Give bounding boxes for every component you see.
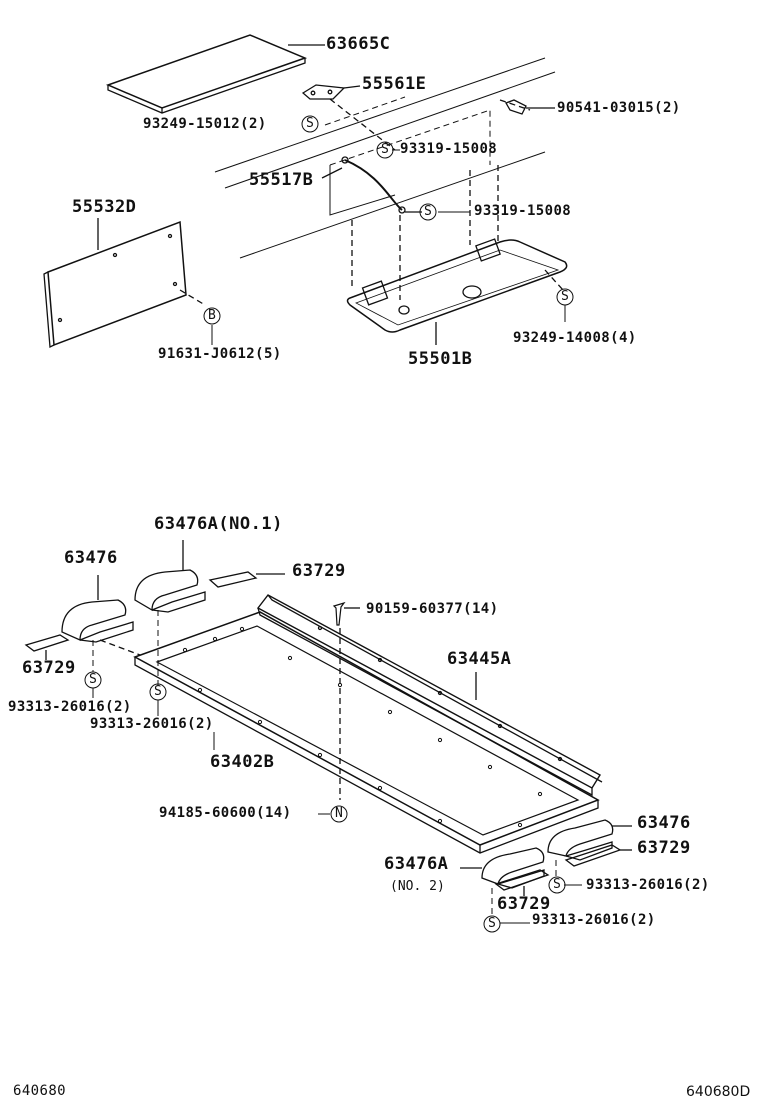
lid-55501b: [346, 165, 568, 345]
symbol-s-2: S: [381, 142, 389, 157]
frame-63402b: [133, 611, 600, 854]
symbol-b: B: [208, 308, 216, 323]
label-63729-bottom: 63729: [497, 894, 551, 914]
symbol-n: N: [335, 806, 343, 821]
bracket-55561e: [301, 84, 396, 151]
symbol-s-7: S: [553, 877, 561, 892]
label-63729-right: 63729: [637, 838, 691, 858]
label-93313-26016-c: 93313-26016(2): [586, 877, 710, 893]
figure-code-left: 640680: [13, 1083, 66, 1099]
right-dashes: [491, 860, 557, 918]
rail-63445a: [256, 594, 603, 797]
panel-55532d: [43, 218, 206, 349]
label-63476-right: 63476: [637, 813, 691, 833]
label-91631-j0612: 91631-J0612(5): [158, 346, 282, 362]
upper-leaders: [211, 149, 566, 345]
symbol-s-3: S: [424, 204, 432, 219]
lower-leaders: [92, 688, 582, 924]
label-55532d: 55532D: [72, 197, 137, 217]
label-55517b: 55517B: [249, 170, 314, 190]
symbol-s-4: S: [561, 289, 569, 304]
label-no2-note: (NO. 2): [390, 879, 445, 894]
label-63445a: 63445A: [447, 649, 512, 669]
label-63402b: 63402B: [210, 752, 275, 772]
label-93313-26016-a: 93313-26016(2): [8, 699, 132, 715]
label-63476a-no1: 63476A(NO.1): [154, 514, 283, 534]
label-63476a: 63476A: [384, 854, 449, 874]
symbol-s-1: S: [306, 116, 314, 131]
symbol-circles: [84, 115, 574, 933]
left-dashes: [92, 610, 159, 688]
mat-63665c: [105, 34, 325, 114]
hinge-63476-right: [547, 819, 632, 861]
label-94185-60600: 94185-60600(14): [159, 805, 292, 821]
screw-90159: [332, 601, 360, 800]
label-90159-60377: 90159-60377(14): [366, 601, 499, 617]
label-63729-left: 63729: [22, 658, 76, 678]
label-93319-15008-a: 93319-15008: [400, 141, 498, 157]
label-63476-left: 63476: [64, 548, 118, 568]
hinge-63476a-no1: [134, 540, 206, 613]
pad-63729-right: [564, 844, 632, 867]
figure-code-right: 640680D: [686, 1084, 751, 1100]
label-93313-26016-b: 93313-26016(2): [90, 716, 214, 732]
symbol-s-8: S: [488, 916, 496, 931]
pad-63729-top: [208, 571, 285, 588]
symbol-s-6: S: [154, 684, 162, 699]
label-63665c: 63665C: [326, 34, 391, 54]
label-63729-top: 63729: [292, 561, 346, 581]
bumper-90541: [499, 99, 555, 115]
label-93249-15012: 93249-15012(2): [143, 116, 267, 132]
hinge-63476-left: [61, 575, 141, 656]
label-90541-03015: 90541-03015(2): [557, 100, 681, 116]
label-93313-26016-d: 93313-26016(2): [532, 912, 656, 928]
body-reference-lines: [214, 57, 556, 259]
symbol-s-5: S: [89, 672, 97, 687]
label-93319-15008-b: 93319-15008: [474, 203, 572, 219]
label-55561e: 55561E: [362, 74, 427, 94]
label-93249-14008: 93249-14008(4): [513, 330, 637, 346]
pad-63729-bottom: [494, 869, 550, 896]
pad-63729-left: [24, 634, 70, 660]
label-55501b: 55501B: [408, 349, 473, 369]
stay-55517b: [321, 109, 491, 216]
